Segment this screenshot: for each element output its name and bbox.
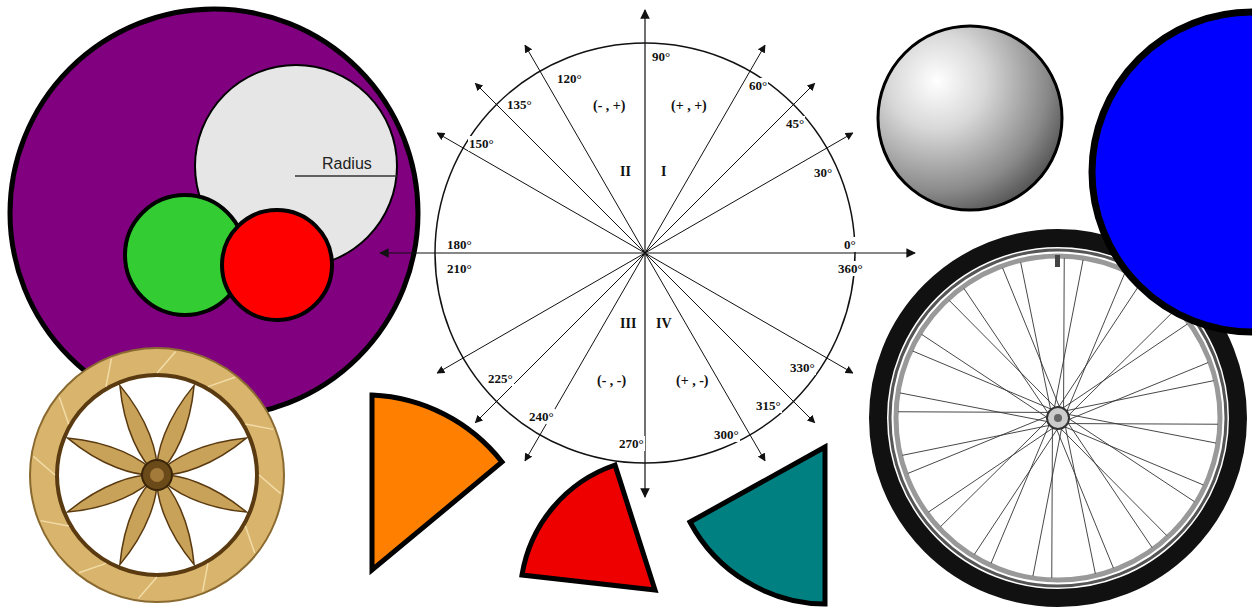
radius-label: Radius	[322, 155, 372, 173]
angle-label: 120°	[556, 71, 583, 86]
teal-sector	[690, 447, 825, 604]
angle-label: 30°	[813, 165, 833, 180]
angle-label: 330°	[789, 360, 816, 375]
orange-sector	[372, 395, 502, 570]
grey-circle: Radius	[193, 63, 399, 269]
angle-label: 315°	[755, 398, 782, 413]
angle-label: 360°	[837, 261, 864, 276]
angle-label: 0°	[843, 237, 857, 252]
quadrant-numeral: IV	[655, 316, 673, 331]
angle-label: 180°	[446, 237, 473, 252]
quadrant-sign: (+ , +)	[670, 98, 708, 113]
purple-circle	[10, 9, 418, 417]
angle-label: 135°	[506, 97, 533, 112]
quadrant-numeral: III	[619, 316, 637, 331]
angle-label: 210°	[446, 261, 473, 276]
wooden-wheel	[30, 348, 284, 602]
quadrant-sign: (- , -)	[596, 373, 627, 388]
angle-label: 300°	[713, 427, 740, 442]
angle-label: 270°	[618, 436, 645, 451]
angle-label: 150°	[468, 136, 495, 151]
angle-label: 45°	[785, 116, 805, 131]
angle-label: 225°	[487, 371, 514, 386]
angle-label: 240°	[528, 409, 555, 424]
quadrant-sign: (+ , -)	[675, 373, 709, 388]
blue-half-circle	[1092, 12, 1252, 332]
angle-label: 60°	[748, 78, 768, 93]
angle-label: 90°	[651, 49, 671, 64]
quadrant-sign: (- , +)	[592, 98, 626, 113]
grey-sphere	[878, 26, 1062, 210]
quadrant-numeral: I	[660, 164, 667, 179]
red-sector	[522, 465, 655, 590]
quadrant-numeral: II	[619, 164, 632, 179]
